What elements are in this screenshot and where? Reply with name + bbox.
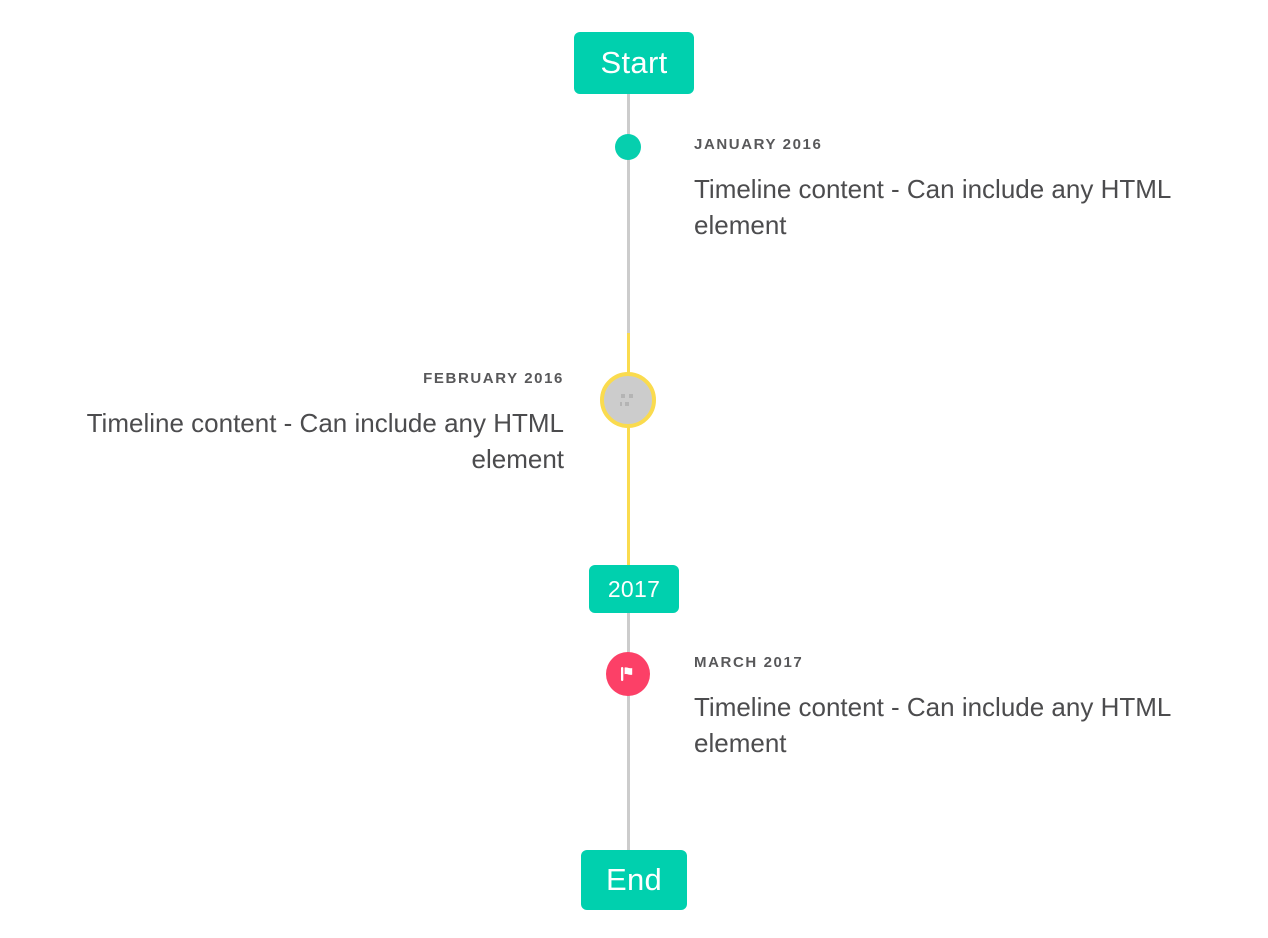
timeline-rail-bottom <box>627 613 630 850</box>
timeline-event-date: FEBRUARY 2016 <box>423 370 564 387</box>
timeline-year-badge-label: 2017 <box>607 575 661 602</box>
timeline-marker-dot-icon[interactable] <box>615 134 641 160</box>
flag-icon <box>621 667 633 681</box>
timeline-event-body: Timeline content - Can include any HTML … <box>694 174 1171 240</box>
timeline-end-badge-label: End <box>605 862 663 897</box>
timeline-event-content: JANUARY 2016 Timeline content - Can incl… <box>694 126 1218 244</box>
timeline-event-content: FEBRUARY 2016 Timeline content - Can inc… <box>40 360 564 478</box>
timeline-rail-top <box>627 94 630 333</box>
timeline-event-content: MARCH 2017 Timeline content - Can includ… <box>694 644 1218 762</box>
timeline-event-body: Timeline content - Can include any HTML … <box>86 408 564 474</box>
timeline-marker-image-circle[interactable] <box>600 372 656 428</box>
timeline-event-date: JANUARY 2016 <box>694 136 823 153</box>
timeline-event-date: MARCH 2017 <box>694 654 804 671</box>
timeline-end-badge[interactable]: End <box>581 850 687 910</box>
timeline-event-body: Timeline content - Can include any HTML … <box>694 692 1171 758</box>
timeline-start-badge-label: Start <box>600 45 668 80</box>
broken-image-icon <box>620 393 633 406</box>
timeline-start-badge[interactable]: Start <box>574 32 694 94</box>
timeline-marker-flag-circle[interactable] <box>606 652 650 696</box>
timeline-rail-highlighted <box>627 333 630 565</box>
timeline-year-badge[interactable]: 2017 <box>589 565 679 613</box>
